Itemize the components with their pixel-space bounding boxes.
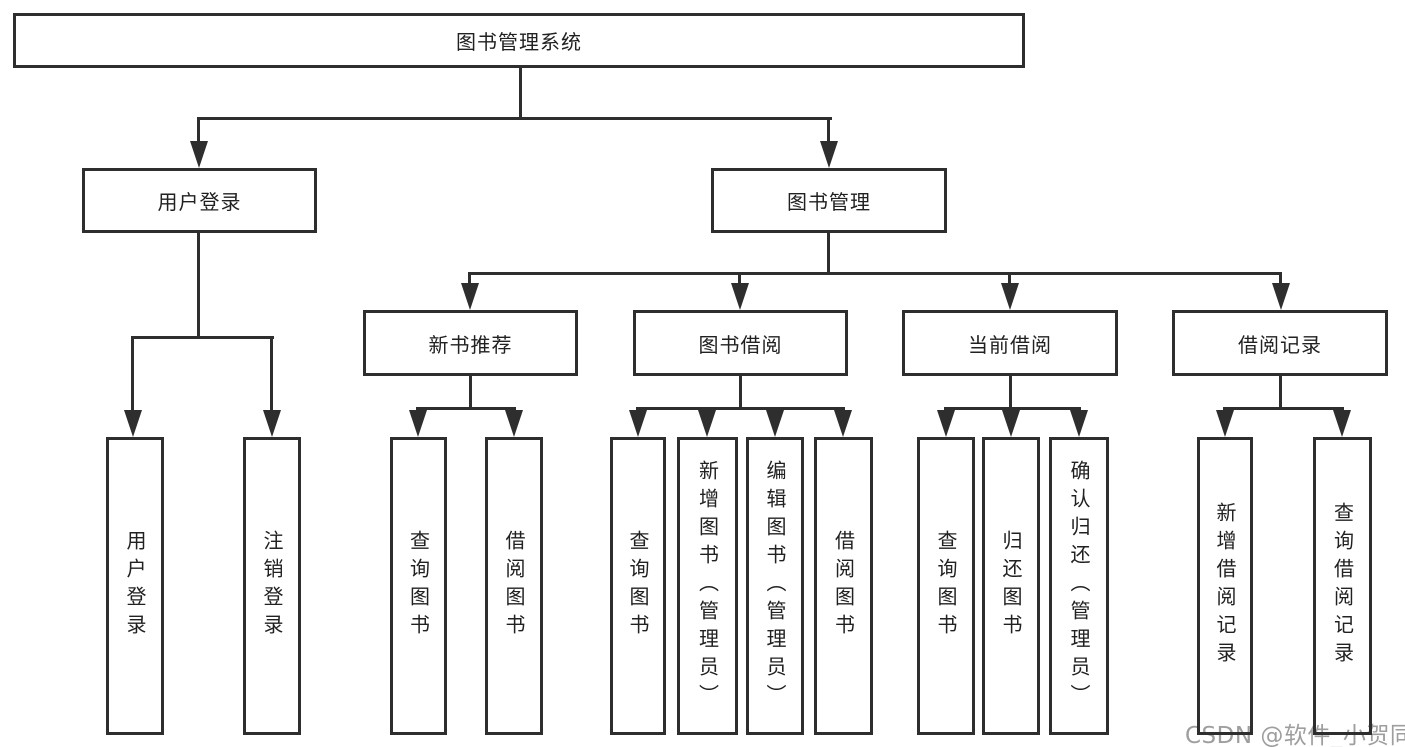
leaf-borrow-books: 借阅图书 bbox=[814, 437, 873, 735]
node-borrowing-records: 借阅记录 bbox=[1172, 310, 1388, 376]
connector-records-down bbox=[1279, 376, 1282, 410]
leaf-user-login: 用户登录 bbox=[106, 437, 164, 735]
arrow-to-login-leaf2 bbox=[263, 410, 281, 437]
node-book-management: 图书管理 bbox=[711, 168, 947, 233]
arrow-borrowing-leaf3 bbox=[766, 410, 784, 437]
connector-borrowing-bar bbox=[636, 407, 845, 410]
arrow-borrowing-leaf4 bbox=[834, 410, 852, 437]
node-label: 归还图书 bbox=[999, 530, 1023, 642]
leaf-borrow-books-recommend: 借阅图书 bbox=[485, 437, 543, 735]
node-label: 借阅图书 bbox=[502, 530, 526, 642]
node-label: 借阅记录 bbox=[1238, 332, 1322, 357]
node-label: 查询图书 bbox=[934, 530, 958, 642]
leaf-edit-books-admin: 编辑图书（管理员） bbox=[746, 437, 804, 735]
connector-current-bar bbox=[944, 407, 1081, 410]
arrow-borrowing-leaf1 bbox=[629, 410, 647, 437]
arrow-records-leaf1 bbox=[1216, 410, 1234, 437]
connector-current-down bbox=[1009, 376, 1012, 410]
arrow-newbook-leaf1 bbox=[409, 410, 427, 437]
node-new-book-recommend: 新书推荐 bbox=[363, 310, 578, 376]
leaf-query-books-borrowing: 查询图书 bbox=[610, 437, 666, 735]
connector-newbook-stem bbox=[468, 272, 471, 286]
arrow-to-current bbox=[1001, 283, 1019, 310]
node-label: 新书推荐 bbox=[428, 332, 513, 357]
connector-level2-bar bbox=[197, 117, 832, 120]
node-label: 图书管理 bbox=[787, 190, 871, 214]
node-label: 查询图书 bbox=[406, 530, 431, 642]
leaf-confirm-return-admin: 确认归还（管理员） bbox=[1049, 437, 1109, 735]
connector-book-mgmt-down bbox=[827, 233, 830, 275]
node-label: 图书借阅 bbox=[698, 332, 783, 357]
csdn-watermark: CSDN @软件_小贺同学 bbox=[1185, 723, 1405, 747]
arrow-to-newbook bbox=[461, 283, 479, 310]
arrow-to-records bbox=[1272, 283, 1290, 310]
connector-borrowing-stem bbox=[738, 272, 741, 286]
leaf-add-books-admin: 新增图书（管理员） bbox=[677, 437, 738, 735]
connector-newbook-bar bbox=[416, 407, 516, 410]
connector-newbook-down bbox=[469, 376, 472, 410]
leaf-return-books: 归还图书 bbox=[982, 437, 1040, 735]
connector-borrowing-down bbox=[739, 376, 742, 410]
connector-user-login-down bbox=[197, 233, 200, 339]
connector-records-stem bbox=[1279, 272, 1282, 286]
node-book-borrowing: 图书借阅 bbox=[633, 310, 848, 376]
arrow-to-login-leaf1 bbox=[124, 410, 142, 437]
connector-root-stem bbox=[519, 66, 522, 119]
arrow-current-leaf1 bbox=[937, 410, 955, 437]
connector-level3-bar bbox=[468, 272, 1282, 275]
node-label: 用户登录 bbox=[123, 530, 147, 642]
arrow-records-leaf2 bbox=[1333, 410, 1351, 437]
connector-user-login-stem bbox=[197, 117, 200, 144]
node-label: 编辑图书（管理员） bbox=[763, 460, 787, 712]
connector-user-login-bar bbox=[131, 336, 274, 339]
node-label: 查询借阅记录 bbox=[1330, 502, 1355, 670]
node-label: 注销登录 bbox=[260, 530, 284, 642]
node-label: 查询图书 bbox=[626, 530, 650, 642]
arrow-to-user-login bbox=[190, 141, 208, 168]
arrow-to-book-mgmt bbox=[820, 141, 838, 168]
arrow-newbook-leaf2 bbox=[505, 410, 523, 437]
node-root-library-system: 图书管理系统 bbox=[13, 13, 1025, 68]
leaf-query-books-current: 查询图书 bbox=[917, 437, 975, 735]
node-label: 当前借阅 bbox=[968, 332, 1052, 357]
arrow-to-borrowing bbox=[731, 283, 749, 310]
node-label: 图书管理系统 bbox=[456, 30, 582, 54]
node-user-login: 用户登录 bbox=[82, 168, 317, 233]
node-label: 确认归还（管理员） bbox=[1067, 460, 1091, 712]
connector-login-leaf1-stem bbox=[131, 336, 134, 413]
leaf-add-borrow-record: 新增借阅记录 bbox=[1197, 437, 1253, 735]
connector-records-bar bbox=[1223, 407, 1344, 410]
connector-login-leaf2-stem bbox=[270, 336, 273, 413]
node-label: 新增图书（管理员） bbox=[695, 460, 720, 712]
node-current-borrowing: 当前借阅 bbox=[902, 310, 1118, 376]
connector-book-mgmt-stem bbox=[827, 117, 830, 144]
leaf-logout: 注销登录 bbox=[243, 437, 301, 735]
arrow-current-leaf2 bbox=[1002, 410, 1020, 437]
node-label: 借阅图书 bbox=[831, 530, 856, 642]
leaf-query-borrow-record: 查询借阅记录 bbox=[1313, 437, 1372, 735]
node-label: 新增借阅记录 bbox=[1213, 502, 1237, 670]
connector-current-stem bbox=[1008, 272, 1011, 286]
leaf-query-books-recommend: 查询图书 bbox=[390, 437, 447, 735]
node-label: 用户登录 bbox=[157, 190, 242, 214]
arrow-current-leaf3 bbox=[1070, 410, 1088, 437]
arrow-borrowing-leaf2 bbox=[698, 410, 716, 437]
